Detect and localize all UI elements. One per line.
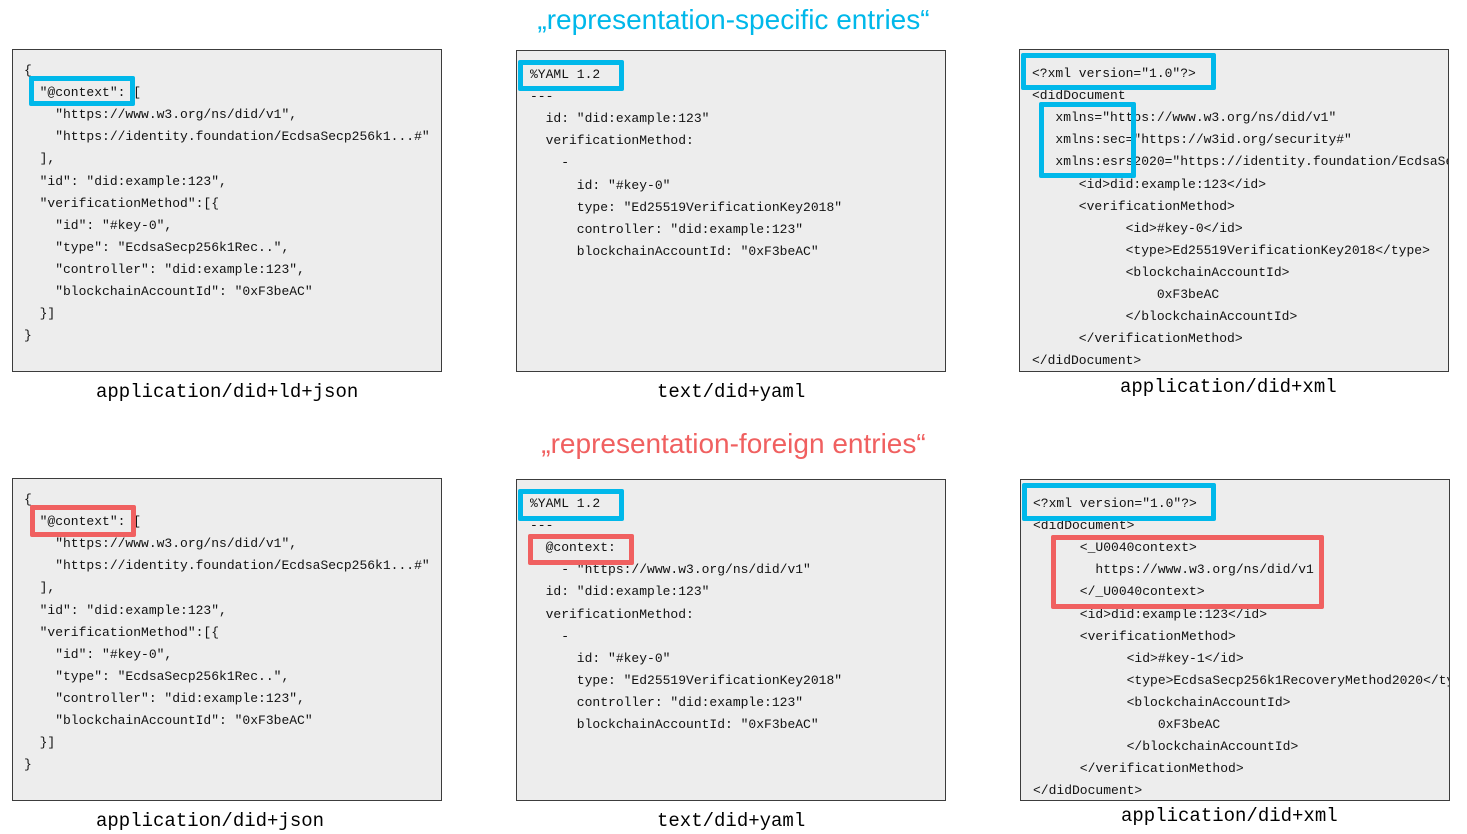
panel-top-xml: <?xml version="1.0"?> <didDocument xmlns=… [1019, 49, 1449, 372]
highlight-yaml-directive-top [518, 60, 624, 91]
code-line: - [530, 628, 570, 644]
code-line: <id>did:example:123</id> [1032, 176, 1267, 192]
code-line: - "https://www.w3.org/ns/did/v1" [530, 562, 811, 578]
code-line: } [24, 757, 32, 773]
code-line: <id>#key-1</id> [1033, 650, 1244, 666]
code-line: } [24, 328, 32, 344]
code-line: id: "#key-0" [530, 177, 671, 193]
heading-specific: „representation-specific entries“ [537, 4, 930, 35]
code-line: blockchainAccountId: "0xF3beAC" [530, 717, 819, 732]
caption-top-json: application/did+ld+json [96, 381, 359, 403]
highlight-xml-declaration-top [1021, 53, 1216, 90]
panel-bottom-json: { "@context": [ "https://www.w3.org/ns/d… [12, 478, 442, 801]
code-line: "blockchainAccountId": "0xF3beAC" [24, 284, 313, 299]
panel-bottom-xml: <?xml version="1.0"?> <didDocument> <_U00… [1020, 479, 1450, 801]
code-line: </_U0040context> [1033, 584, 1205, 600]
code-line: "id": "#key-0", [24, 217, 173, 233]
code-line: "type": "EcdsaSecp256k1Rec..", [24, 668, 290, 684]
code-line: "controller": "did:example:123", [24, 261, 305, 277]
code-line: controller: "did:example:123" [530, 221, 804, 237]
heading-foreign: „representation-foreign entries“ [541, 428, 926, 459]
code-line: controller: "did:example:123" [530, 694, 804, 710]
code-line: verificationMethod: [530, 133, 694, 149]
code-line: </blockchainAccountId> [1032, 309, 1298, 325]
code-line: "id": "did:example:123", [24, 173, 227, 189]
code-line: <blockchainAccountId> [1033, 694, 1291, 710]
code-line: <didDocument [1032, 88, 1126, 104]
code-line: "blockchainAccountId": "0xF3beAC" [24, 713, 313, 728]
code-line: </didDocument> [1032, 353, 1142, 369]
code-line: "https://identity.foundation/EcdsaSecp25… [24, 129, 430, 145]
code-line: 0xF3beAC [1033, 717, 1221, 732]
highlight-context-bottom-xml [1051, 535, 1324, 609]
code-line: xmlns="https://www.w3.org/ns/did/v1" [1032, 110, 1337, 126]
caption-top-yaml: text/did+yaml [657, 381, 806, 403]
code-line: blockchainAccountId: "0xF3beAC" [530, 243, 819, 259]
code-line: { [24, 492, 32, 507]
code-line: @context: [530, 540, 616, 556]
code-line: ], [24, 580, 56, 596]
caption-top-xml: application/did+xml [1120, 376, 1337, 398]
code-line: <verificationMethod> [1033, 628, 1236, 644]
caption-bottom-xml: application/did+xml [1121, 805, 1338, 827]
code-line: <blockchainAccountId> [1032, 264, 1290, 280]
code-line: "verificationMethod":[{ [24, 195, 220, 211]
caption-bottom-json: application/did+json [96, 810, 325, 832]
code-line: ], [24, 151, 56, 167]
code-line: </didDocument> [1033, 783, 1143, 799]
code-line: "https://www.w3.org/ns/did/v1", [24, 536, 298, 552]
code-line: </verificationMethod> [1032, 331, 1243, 347]
panel-top-json: { "@context": [ "https://www.w3.org/ns/d… [12, 49, 442, 372]
code-line: }] [24, 735, 56, 751]
code-line: verificationMethod: [530, 606, 694, 622]
code-line: <type>EcdsaSecp256k1RecoveryMethod2020</… [1033, 672, 1449, 688]
highlight-context-bottom-json [30, 505, 136, 537]
code-line: "controller": "did:example:123", [24, 690, 305, 706]
panel-bottom-yaml: %YAML 1.2 --- @context: - "https://www.w3… [516, 479, 946, 801]
code-line: "id": "did:example:123", [24, 602, 227, 618]
highlight-yaml-directive-bottom [518, 489, 624, 521]
code-line: https://www.w3.org/ns/did/v1 [1033, 562, 1314, 578]
code-line: <?xml version="1.0"?> [1033, 496, 1197, 511]
highlight-context-top-json [29, 76, 135, 106]
code-line: "verificationMethod":[{ [24, 624, 220, 640]
code-line: "@context": [ [24, 85, 142, 101]
code-line: %YAML 1.2 [530, 496, 601, 511]
code-line: type: "Ed25519VerificationKey2018" [530, 199, 843, 215]
code-line: { [24, 63, 32, 78]
code-line: <id>did:example:123</id> [1033, 606, 1268, 622]
highlight-context-bottom-yaml [528, 534, 634, 565]
code-line: --- [530, 89, 554, 105]
code-line: <verificationMethod> [1032, 198, 1235, 214]
code-line: id: "did:example:123" [530, 111, 710, 127]
code-line: %YAML 1.2 [530, 67, 601, 82]
code-line: "@context": [ [24, 514, 142, 530]
code-line: <?xml version="1.0"?> [1032, 66, 1196, 81]
highlight-xmlns-top [1039, 102, 1136, 178]
code-line: "https://identity.foundation/EcdsaSecp25… [24, 558, 430, 574]
panel-top-yaml: %YAML 1.2 --- id: "did:example:123" verif… [516, 50, 946, 372]
highlight-xml-declaration-bottom [1022, 483, 1216, 521]
code-line: </blockchainAccountId> [1033, 739, 1299, 755]
code-line: xmlns:esrs2020="https://identity.foundat… [1032, 154, 1448, 170]
code-line: <id>#key-0</id> [1032, 220, 1243, 236]
code-line: type: "Ed25519VerificationKey2018" [530, 672, 843, 688]
code-line: xmlns:sec="https://w3id.org/security#" [1032, 132, 1352, 148]
code-line: "https://www.w3.org/ns/did/v1", [24, 107, 298, 123]
code-line: "type": "EcdsaSecp256k1Rec..", [24, 239, 290, 255]
code-line: }] [24, 306, 56, 322]
code-line: "id": "#key-0", [24, 646, 173, 662]
code-line: --- [530, 518, 554, 534]
code-line: id: "#key-0" [530, 650, 671, 666]
code-line: <type>Ed25519VerificationKey2018</type> [1032, 242, 1430, 258]
code-line: <_U0040context> [1033, 540, 1197, 556]
code-line: 0xF3beAC [1032, 287, 1220, 302]
code-line: </verificationMethod> [1033, 761, 1244, 777]
code-line: id: "did:example:123" [530, 584, 710, 600]
code-line: <didDocument> [1033, 518, 1135, 534]
code-line: - [530, 155, 570, 171]
caption-bottom-yaml: text/did+yaml [657, 810, 806, 832]
